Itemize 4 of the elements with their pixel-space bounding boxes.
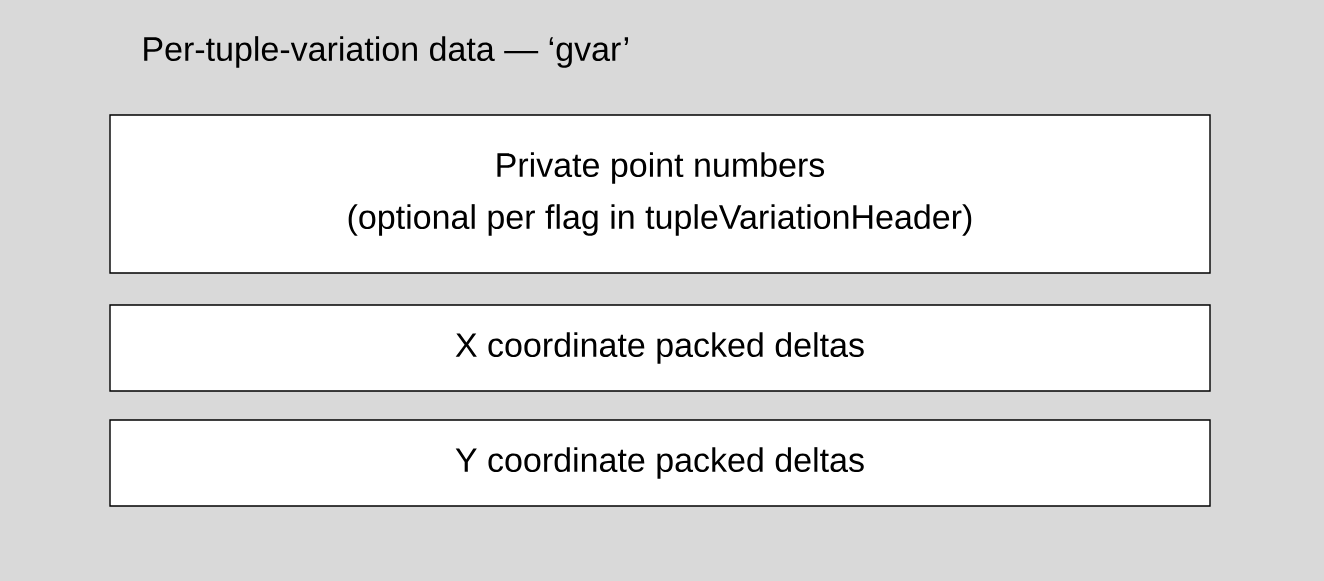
box: Private point numbers (optional per flag in tupleVariationHeader) xyxy=(109,114,1211,274)
title: Per-tuple-variation data — ‘gvar’ xyxy=(144,36,629,68)
box: Y coordinate packed deltas xyxy=(109,419,1211,507)
box: X coordinate packed deltas xyxy=(109,304,1211,392)
